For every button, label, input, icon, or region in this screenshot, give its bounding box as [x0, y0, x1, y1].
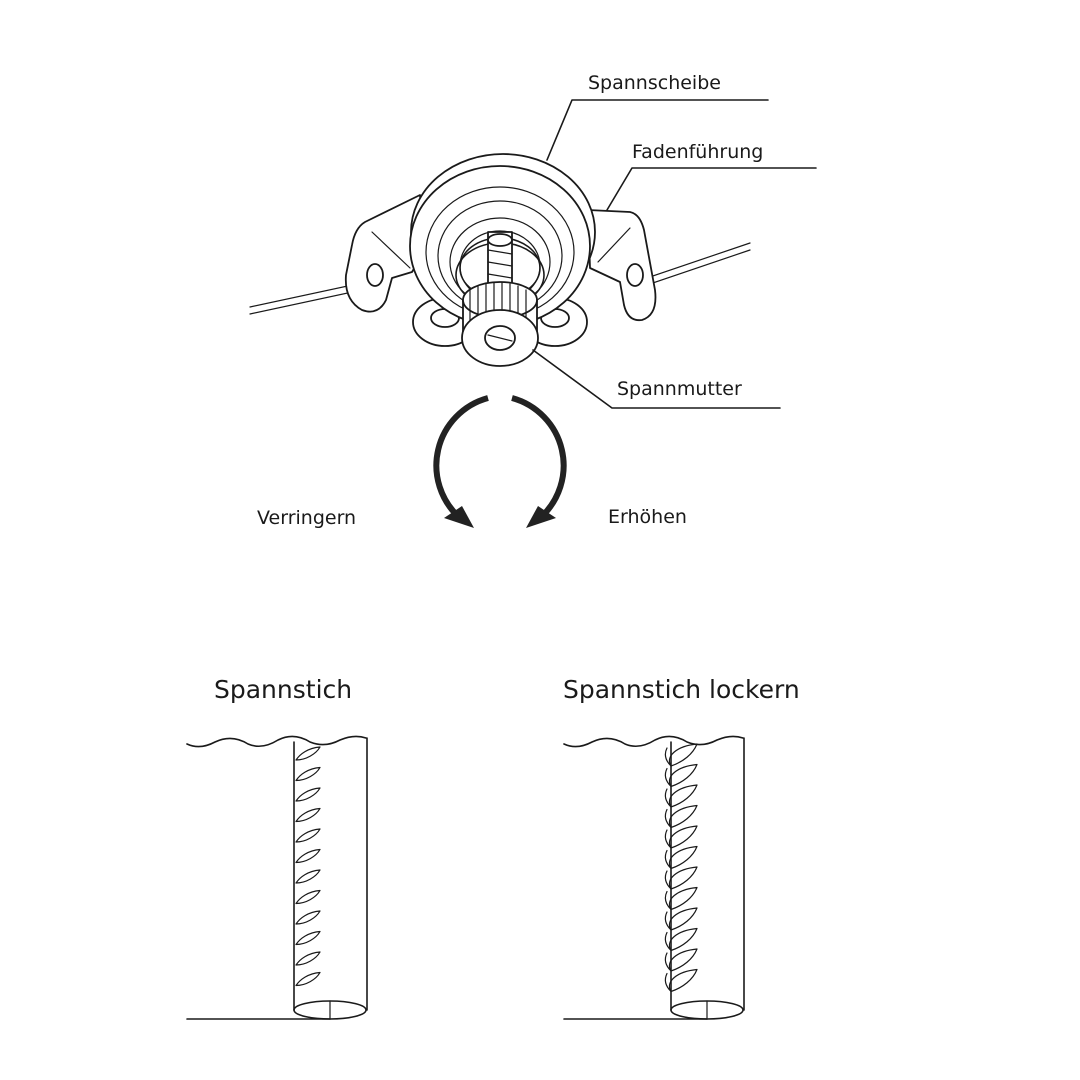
- tight-stitch-mark: [295, 930, 321, 946]
- loose-stitch-mark: [664, 866, 698, 890]
- tight-stitch-mark: [295, 787, 321, 802]
- decrease-label: Verringern: [257, 507, 356, 529]
- tension-disc-label: Spannscheibe: [588, 72, 721, 94]
- thread-guide-label: Fadenführung: [632, 141, 763, 163]
- loose-stitch-mark: [664, 743, 698, 767]
- loose-stitch-mark: [664, 927, 698, 952]
- tension-nut: [461, 281, 539, 367]
- loose-stitch-title: Spannstich lockern: [563, 675, 800, 704]
- decrease-arrowhead: [444, 506, 474, 528]
- right-guide-bracket: [587, 209, 657, 322]
- tight-stitch-title: Spannstich: [214, 675, 352, 704]
- loose-stitch-mark: [664, 968, 698, 993]
- loose-stitch-mark: [664, 948, 698, 972]
- tension-nut-leader: [532, 349, 781, 409]
- tight-stitch-fabric: [186, 735, 368, 1020]
- tight-stitch-mark: [295, 828, 321, 843]
- tight-stitch-mark: [295, 971, 321, 987]
- decrease-rotation-arrow: [433, 395, 489, 521]
- loose-stitch-row: [664, 743, 698, 993]
- thread-line: [249, 242, 751, 315]
- tight-stitch-mark: [295, 848, 321, 864]
- loose-stitch-mark: [664, 804, 698, 829]
- tight-stitch-mark: [295, 910, 321, 925]
- increase-rotation-arrow: [511, 395, 567, 521]
- thread-guide-leader: [606, 167, 817, 211]
- loose-stitch-mark: [664, 825, 698, 849]
- tension-nut-label: Spannmutter: [617, 378, 742, 400]
- tight-stitch-mark: [295, 766, 321, 782]
- loose-stitch-mark: [664, 886, 698, 911]
- tension-disc-leader: [546, 99, 769, 161]
- loose-stitch-mark: [664, 907, 698, 931]
- tight-stitch-mark: [295, 746, 321, 761]
- loose-stitch-mark: [664, 784, 698, 808]
- loose-stitch-mark: [664, 845, 698, 870]
- increase-arrowhead: [526, 506, 556, 528]
- loose-stitch-mark: [664, 763, 698, 788]
- tight-stitch-mark: [295, 951, 321, 966]
- left-guide-eye: [366, 263, 384, 287]
- tight-stitch-mark: [295, 889, 321, 905]
- tension-assembly-illustration: [249, 153, 751, 367]
- right-guide-eye: [626, 263, 644, 287]
- tight-stitch-mark: [295, 869, 321, 884]
- rotation-indicator: [433, 395, 567, 528]
- left-guide-bracket: [344, 194, 426, 313]
- increase-label: Erhöhen: [608, 506, 687, 528]
- loose-stitch-fabric: [563, 735, 745, 1020]
- tight-stitch-row: [295, 746, 321, 987]
- tight-stitch-mark: [295, 807, 321, 823]
